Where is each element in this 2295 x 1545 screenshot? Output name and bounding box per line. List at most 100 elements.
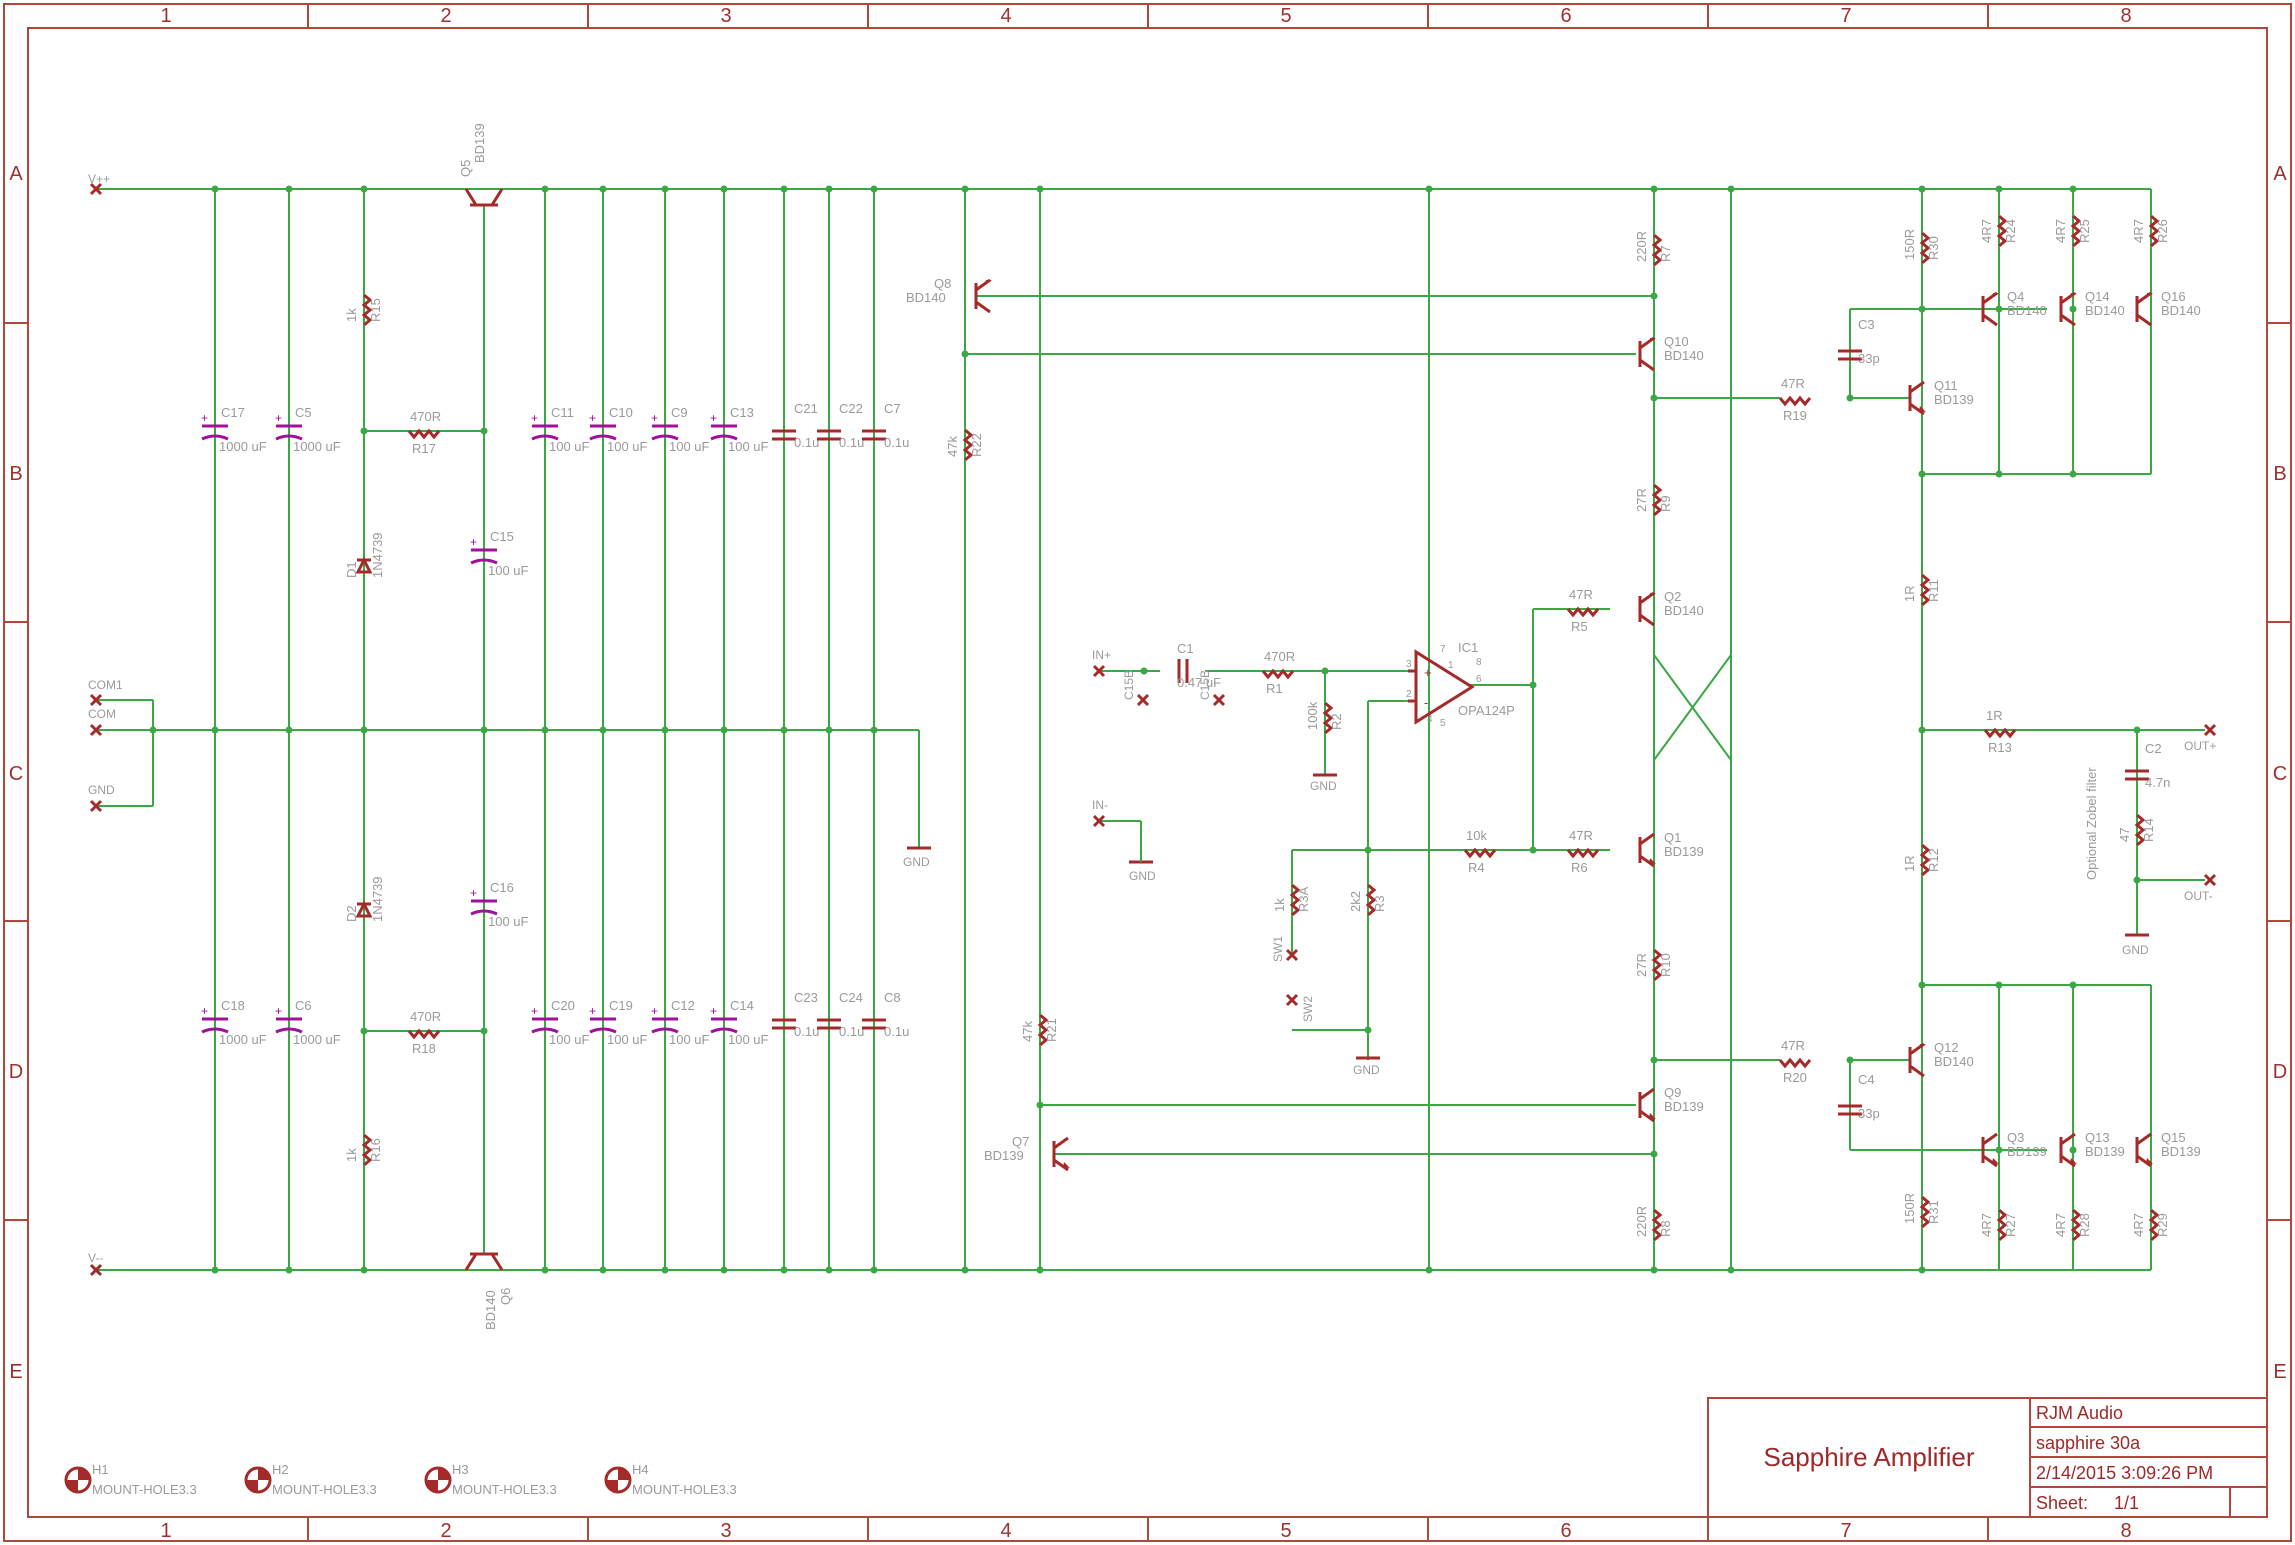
resistor-value: 4R7: [2053, 1213, 2068, 1237]
resistor-value: 220R: [1634, 1206, 1649, 1237]
svg-text:+: +: [589, 1004, 596, 1018]
port-com1[interactable]: COM1: [88, 678, 123, 707]
port-out-minus[interactable]: OUT-: [2184, 873, 2217, 903]
opamp-ic1[interactable]: + - IC1 OPA124P 3 2 6 7 8 1 5 4: [1406, 640, 1515, 729]
resistor-name: R11: [1926, 579, 1941, 602]
capacitor-value: 100 uF: [669, 1032, 710, 1047]
svg-text:3: 3: [1406, 659, 1412, 670]
port-out-plus[interactable]: OUT+: [2184, 723, 2216, 753]
port-vpp[interactable]: V++: [88, 172, 110, 196]
ic1-value: OPA124P: [1458, 703, 1515, 718]
connector-c15b-1[interactable]: C15B: [1122, 670, 1150, 707]
port-gnd[interactable]: GND: [88, 783, 115, 813]
capacitor-c7[interactable]: C70.1u: [862, 401, 909, 450]
capacitor-c1[interactable]: C10.47 uF: [1177, 641, 1221, 690]
capacitor-c2[interactable]: C24.7n: [2125, 741, 2170, 790]
resistor-name: R17: [412, 441, 436, 456]
transistor-name: Q8: [934, 276, 951, 291]
port-in-plus[interactable]: IN+: [1092, 648, 1111, 678]
switch-sw1[interactable]: SW1: [1271, 936, 1299, 962]
zone-row-a-right: A: [2273, 163, 2287, 185]
capacitor-c8[interactable]: C80.1u: [862, 990, 909, 1039]
connector-c15b-2[interactable]: C15B: [1198, 670, 1226, 707]
switch-sw2[interactable]: SW2: [1285, 993, 1315, 1022]
port-vmm[interactable]: V--: [88, 1251, 103, 1277]
connector-c15b-2-label: C15B: [1198, 670, 1212, 700]
capacitor-value: 0.1u: [884, 435, 909, 450]
port-in-minus[interactable]: IN-: [1092, 798, 1108, 828]
switch-sw2-label: SW2: [1301, 996, 1315, 1022]
port-com[interactable]: COM: [88, 707, 116, 737]
